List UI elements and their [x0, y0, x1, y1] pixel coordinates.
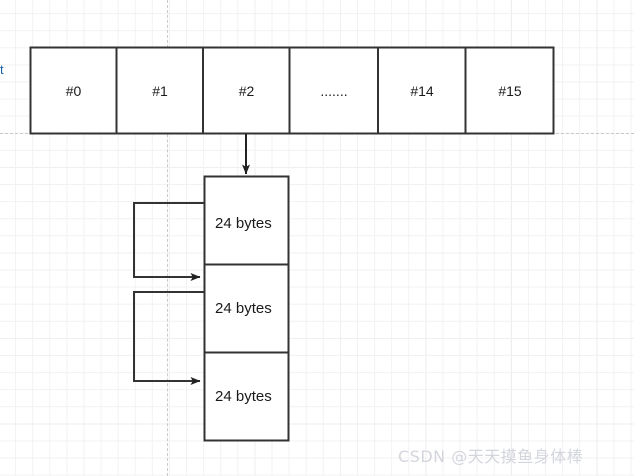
chunk-1-label: 24 bytes [215, 215, 272, 232]
guide-line-vertical [167, 0, 168, 476]
bucket-cell-0-label: #0 [65, 83, 82, 99]
clipped-edge-label: t [0, 62, 4, 77]
bucket-cell-14-label: #14 [410, 83, 434, 99]
chunk-2-label: 24 bytes [215, 300, 272, 317]
link-chunk-1-to-chunk-2 [133, 202, 204, 281]
chunk-chain-outline [203, 175, 290, 442]
bucket-array-outline [29, 46, 555, 135]
csdn-watermark: CSDN @天天摸鱼身体棒 [398, 447, 584, 466]
bucket-cell-2-label: #2 [238, 83, 255, 99]
bucket-cell-ellipsis-label: ....... [320, 83, 348, 99]
bucket-cell-1-label: #1 [152, 83, 168, 99]
chunk-3-label: 24 bytes [215, 388, 272, 405]
link-chunk-2-to-chunk-3 [133, 291, 204, 385]
bucket-cell-15-label: #15 [498, 83, 522, 99]
